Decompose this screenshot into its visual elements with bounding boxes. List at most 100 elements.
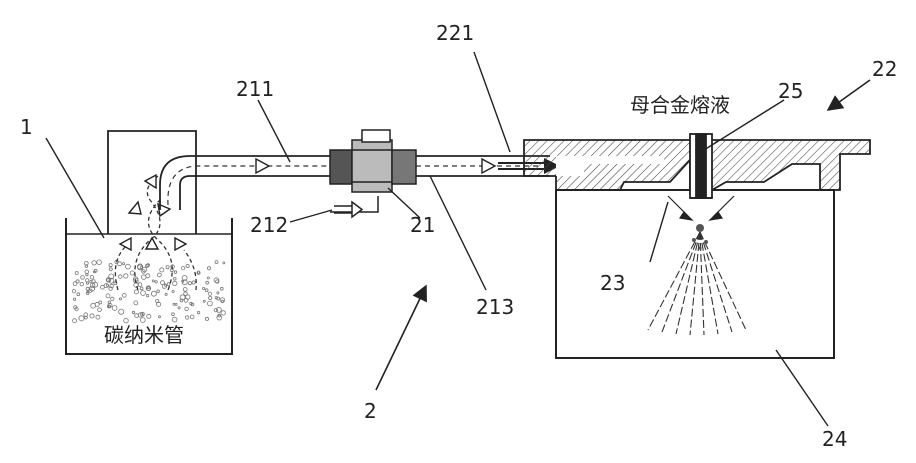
atomization-chamber bbox=[556, 190, 834, 358]
particle bbox=[188, 282, 191, 285]
particle bbox=[203, 287, 205, 289]
particle bbox=[142, 313, 144, 315]
particle bbox=[208, 301, 213, 306]
label-221: 221 bbox=[436, 21, 474, 45]
particle bbox=[140, 287, 143, 290]
particle bbox=[207, 277, 209, 279]
particle bbox=[81, 276, 85, 280]
container-label: 碳纳米管 bbox=[104, 323, 184, 347]
particle bbox=[97, 260, 102, 265]
particle bbox=[132, 311, 134, 313]
particle bbox=[90, 275, 94, 279]
particle bbox=[159, 316, 161, 318]
particle bbox=[124, 274, 128, 278]
particle bbox=[86, 273, 88, 275]
particle bbox=[182, 267, 185, 270]
particle bbox=[203, 300, 205, 302]
particle bbox=[111, 297, 114, 300]
label-211: 211 bbox=[236, 77, 274, 101]
particle bbox=[126, 264, 131, 269]
particle bbox=[77, 293, 80, 296]
particle bbox=[99, 301, 102, 304]
label-2: 2 bbox=[364, 399, 377, 423]
particle bbox=[185, 307, 189, 311]
particle bbox=[207, 267, 210, 270]
particle bbox=[158, 273, 162, 277]
particle bbox=[86, 279, 89, 282]
particle bbox=[173, 303, 175, 305]
particle bbox=[175, 303, 177, 305]
particle bbox=[140, 318, 145, 323]
particle bbox=[151, 291, 156, 296]
particle bbox=[98, 308, 102, 312]
particle bbox=[209, 296, 212, 299]
particle bbox=[173, 281, 177, 285]
label-24: 24 bbox=[822, 427, 847, 451]
particle bbox=[185, 316, 188, 319]
particle bbox=[223, 262, 225, 264]
particle bbox=[157, 290, 160, 293]
particle bbox=[167, 283, 170, 286]
particle bbox=[157, 302, 161, 306]
particle bbox=[220, 287, 223, 290]
particle bbox=[206, 281, 209, 284]
particle bbox=[112, 306, 117, 311]
particle bbox=[186, 264, 189, 267]
nozzle-body bbox=[524, 134, 870, 198]
particle bbox=[172, 317, 177, 322]
particle bbox=[90, 314, 94, 318]
particle bbox=[155, 281, 157, 283]
particle bbox=[101, 285, 105, 289]
label-22: 22 bbox=[872, 57, 897, 81]
particle bbox=[141, 291, 146, 296]
particle bbox=[135, 314, 139, 318]
particle bbox=[205, 317, 208, 320]
particle bbox=[174, 278, 177, 281]
particle bbox=[190, 315, 194, 319]
particle bbox=[86, 282, 88, 284]
particle bbox=[186, 295, 190, 299]
particle bbox=[73, 282, 77, 286]
particle bbox=[122, 294, 126, 298]
particle bbox=[72, 290, 75, 293]
particle bbox=[217, 292, 219, 294]
particle bbox=[183, 288, 187, 292]
particle bbox=[141, 275, 146, 280]
particle bbox=[172, 313, 175, 316]
label-1: 1 bbox=[20, 115, 33, 139]
valve-21 bbox=[330, 130, 416, 192]
particle bbox=[216, 307, 221, 312]
particle bbox=[130, 271, 134, 275]
particle bbox=[106, 284, 108, 286]
particle bbox=[174, 271, 177, 274]
label-212: 212 bbox=[250, 213, 288, 237]
particle bbox=[146, 294, 148, 296]
particle bbox=[146, 274, 150, 278]
particle bbox=[164, 284, 166, 286]
label-21: 21 bbox=[410, 213, 435, 237]
particle bbox=[205, 289, 208, 292]
particle bbox=[161, 281, 165, 285]
particle bbox=[147, 314, 151, 318]
particle bbox=[215, 261, 218, 264]
particle bbox=[73, 319, 77, 323]
particle bbox=[208, 292, 211, 295]
particle bbox=[96, 315, 100, 319]
particle bbox=[134, 301, 138, 305]
particle bbox=[86, 287, 89, 290]
particle bbox=[178, 307, 180, 309]
particle bbox=[79, 316, 84, 321]
particle bbox=[92, 261, 96, 265]
particle bbox=[160, 268, 164, 272]
particle bbox=[152, 280, 154, 282]
particle bbox=[109, 268, 112, 271]
swirl-arrows bbox=[115, 176, 196, 290]
particle bbox=[75, 272, 78, 275]
particle bbox=[192, 281, 195, 284]
particle bbox=[106, 294, 110, 298]
label-23: 23 bbox=[600, 271, 625, 295]
particle bbox=[221, 300, 223, 302]
particle bbox=[119, 309, 124, 314]
